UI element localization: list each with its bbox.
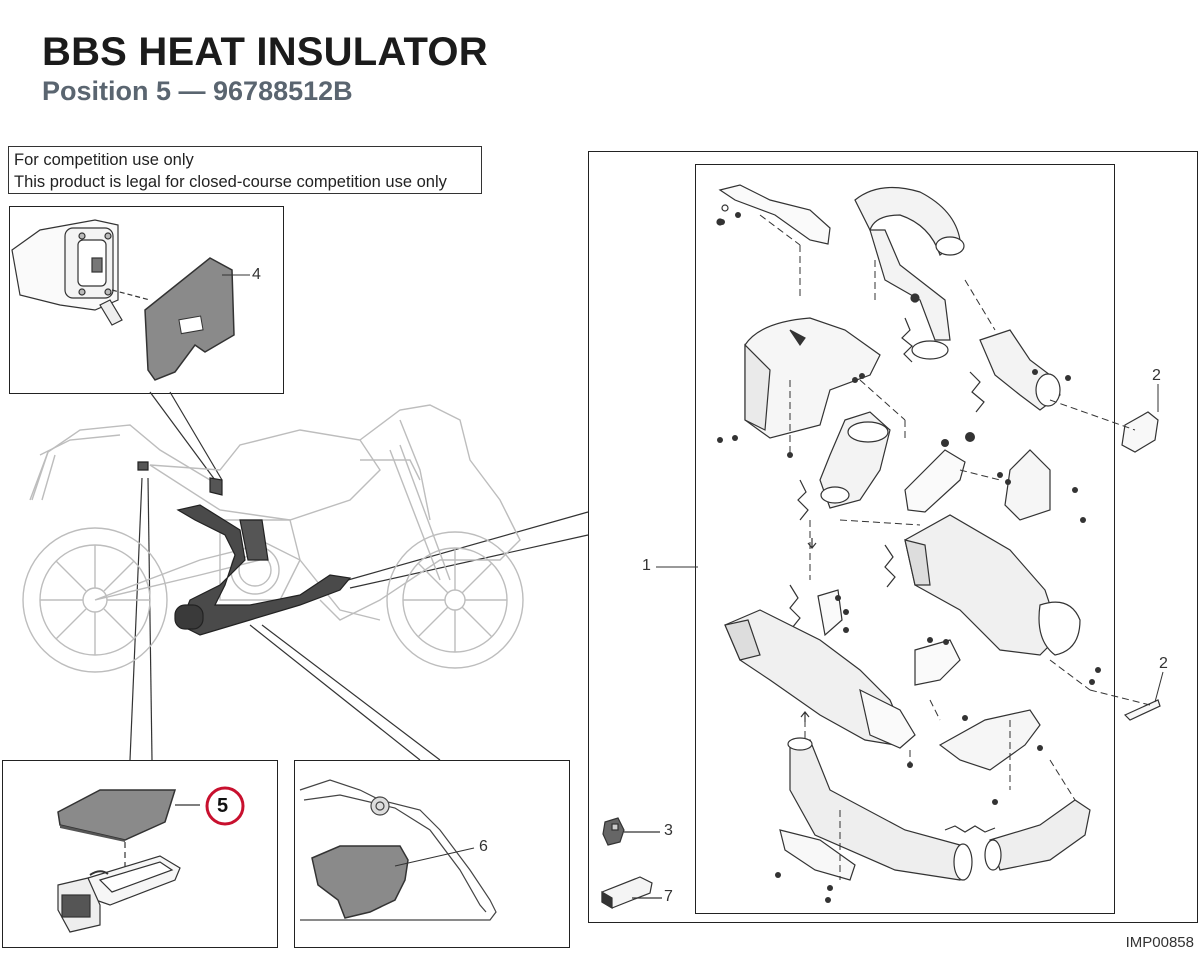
plug-part-7 <box>601 876 662 910</box>
insulator-part-6 <box>311 845 475 919</box>
notice-line-1: For competition use only <box>14 151 194 169</box>
callout-4: 4 <box>252 266 261 283</box>
motorcycle-exhaust-highlight <box>137 461 352 636</box>
callout-1: 1 <box>642 557 651 574</box>
callout-6: 6 <box>479 838 488 855</box>
callout-2-top: 2 <box>1152 367 1161 384</box>
competition-notice: For competition use only This product is… <box>8 146 482 194</box>
callout-2-bottom: 2 <box>1159 655 1168 672</box>
exploded-view-parts <box>716 184 1161 903</box>
highlight-ring <box>205 786 245 826</box>
exhaust-end-illustration <box>11 219 151 326</box>
callout-3: 3 <box>664 822 673 839</box>
callout-5: 5 <box>217 795 229 817</box>
sensor-part-3 <box>602 817 660 846</box>
bbs-unit-illustration <box>57 842 181 933</box>
page-title: BBS HEAT INSULATOR <box>42 30 488 74</box>
fairing-inner-illustration <box>299 779 497 921</box>
motorcycle-illustration <box>22 404 524 673</box>
insulator-part-5 <box>57 789 200 842</box>
panel-leader-lines <box>129 391 589 761</box>
notice-line-2: This product is legal for closed-course … <box>14 173 447 191</box>
callout-leaders <box>656 384 1164 703</box>
page-subtitle: Position 5 — 96788512B <box>42 76 353 106</box>
image-code: IMP00858 <box>1125 934 1194 951</box>
callout-7: 7 <box>664 888 673 905</box>
insulator-part-4 <box>144 257 250 381</box>
